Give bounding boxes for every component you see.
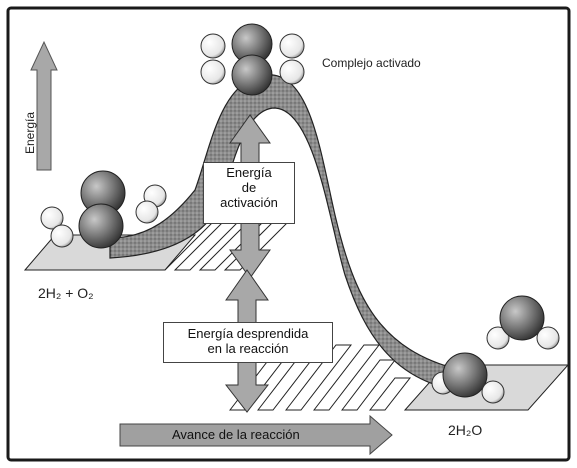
activation-energy-box: Energía de activación (203, 162, 295, 224)
activated-complex-label: Complejo activado (322, 56, 421, 70)
oxygen-atom-icon (500, 296, 544, 340)
oxygen-atom-icon (79, 204, 123, 248)
oxygen-atom-icon (232, 55, 272, 95)
hydrogen-atom-icon (201, 34, 225, 58)
products-label: 2H₂O (448, 422, 482, 438)
hydrogen-atom-icon (537, 327, 559, 349)
hydrogen-atom-icon (280, 60, 304, 84)
hydrogen-atom-icon (280, 34, 304, 58)
energy-axis-label: Energía (23, 112, 37, 154)
hydrogen-atom-icon (482, 381, 504, 403)
reactants-label: 2H₂ + O₂ (38, 285, 94, 301)
activation-energy-line-2: de (204, 180, 294, 195)
released-energy-line-1: Energía desprendida (164, 326, 332, 341)
activation-energy-line-3: activación (204, 195, 294, 210)
oxygen-atom-icon (443, 353, 487, 397)
progress-axis-label: Avance de la reacción (172, 427, 300, 442)
hydrogen-atom-icon (201, 60, 225, 84)
released-energy-line-2: en la reacción (164, 341, 332, 356)
hydrogen-atom-icon (136, 201, 158, 223)
activation-energy-line-1: Energía (204, 165, 294, 180)
hydrogen-atom-icon (51, 225, 73, 247)
released-energy-box: Energía desprendida en la reacción (163, 322, 333, 363)
